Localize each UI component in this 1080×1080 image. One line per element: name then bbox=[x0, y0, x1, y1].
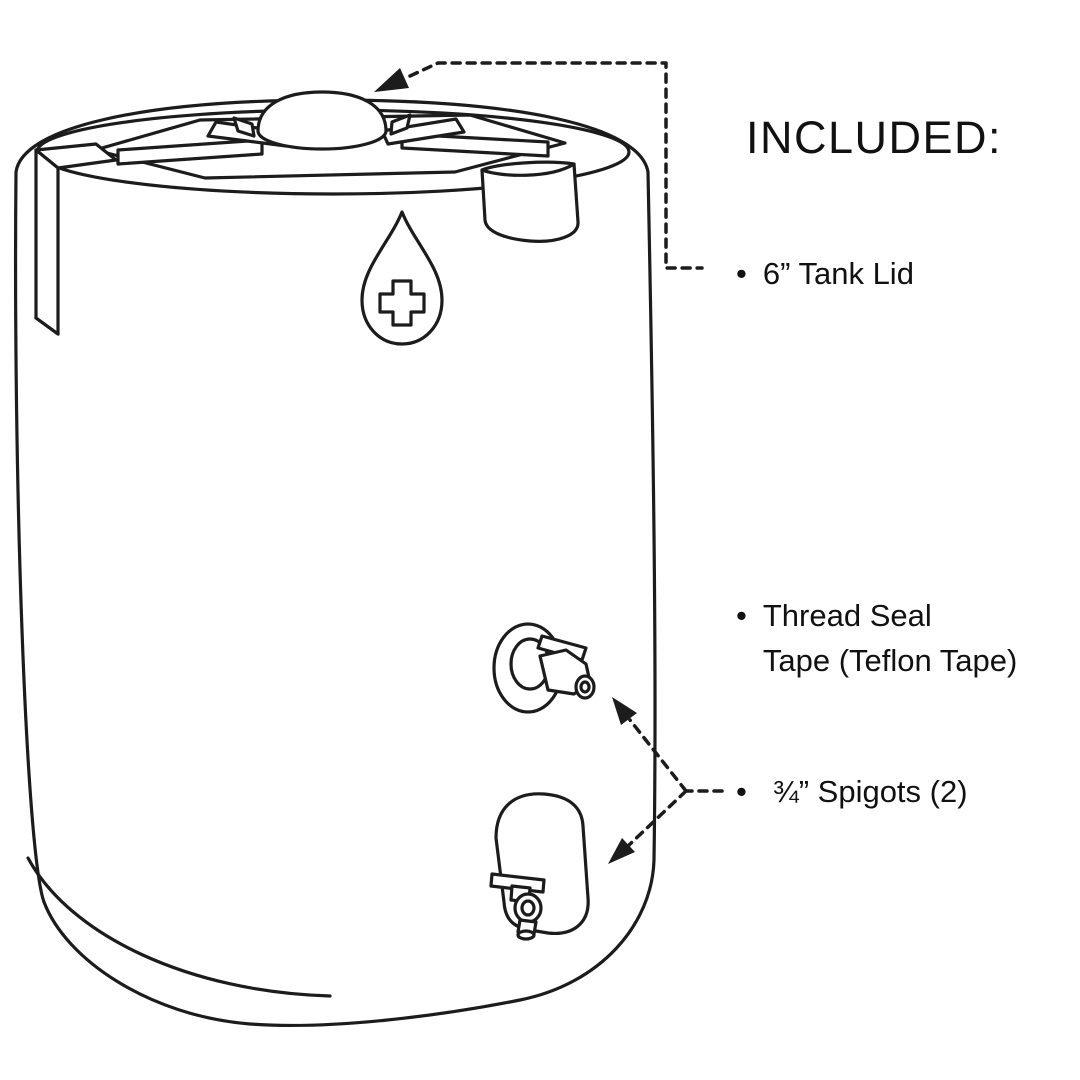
upper-spigot bbox=[492, 622, 596, 714]
callout-thread-seal-tape: • Thread Seal Tape (Teflon Tape) bbox=[736, 594, 1017, 684]
lid-dome bbox=[256, 90, 388, 133]
lid-arrowhead bbox=[374, 68, 409, 92]
bullet-icon: • bbox=[736, 598, 747, 633]
lower-spigot-recess bbox=[494, 792, 590, 935]
overflow-port bbox=[480, 160, 580, 243]
tank-lid-label: 6” Tank Lid bbox=[762, 256, 914, 291]
bullet-icon: • bbox=[736, 774, 747, 809]
upper-spigot-arrow-line bbox=[628, 718, 688, 793]
cross-icon bbox=[378, 279, 426, 327]
lid-tab-right bbox=[389, 113, 412, 136]
lower-spigot-arrowhead bbox=[608, 838, 635, 864]
arrowheads bbox=[374, 68, 637, 864]
bullet-icon: • bbox=[736, 256, 747, 291]
callout-spigots: • ¾” Spigots (2) bbox=[736, 770, 968, 815]
water-drop-logo bbox=[360, 210, 444, 346]
tank-lid bbox=[232, 90, 412, 151]
base-seam bbox=[26, 856, 332, 998]
callout-tank-lid: • 6” Tank Lid bbox=[736, 252, 914, 297]
lower-spigot-arrow-line bbox=[626, 789, 688, 848]
spigots-label: ¾” Spigots (2) bbox=[772, 774, 968, 809]
included-title: INCLUDED: bbox=[746, 112, 1003, 163]
top-rib-left bbox=[116, 138, 264, 166]
tape-label-line2: Tape (Teflon Tape) bbox=[762, 642, 1018, 678]
lid-tab-left bbox=[232, 116, 256, 138]
tank-top-recess bbox=[93, 113, 567, 180]
tape-label-line1: Thread Seal bbox=[762, 598, 932, 633]
upper-spigot-arrowhead bbox=[612, 697, 637, 725]
lower-spigot bbox=[489, 872, 546, 941]
callout-arrows bbox=[408, 61, 724, 848]
thread-seal-tape-label: Thread Seal Tape (Teflon Tape) bbox=[763, 594, 1017, 684]
left-groove bbox=[34, 142, 118, 336]
lid-arrow-line bbox=[408, 61, 704, 270]
